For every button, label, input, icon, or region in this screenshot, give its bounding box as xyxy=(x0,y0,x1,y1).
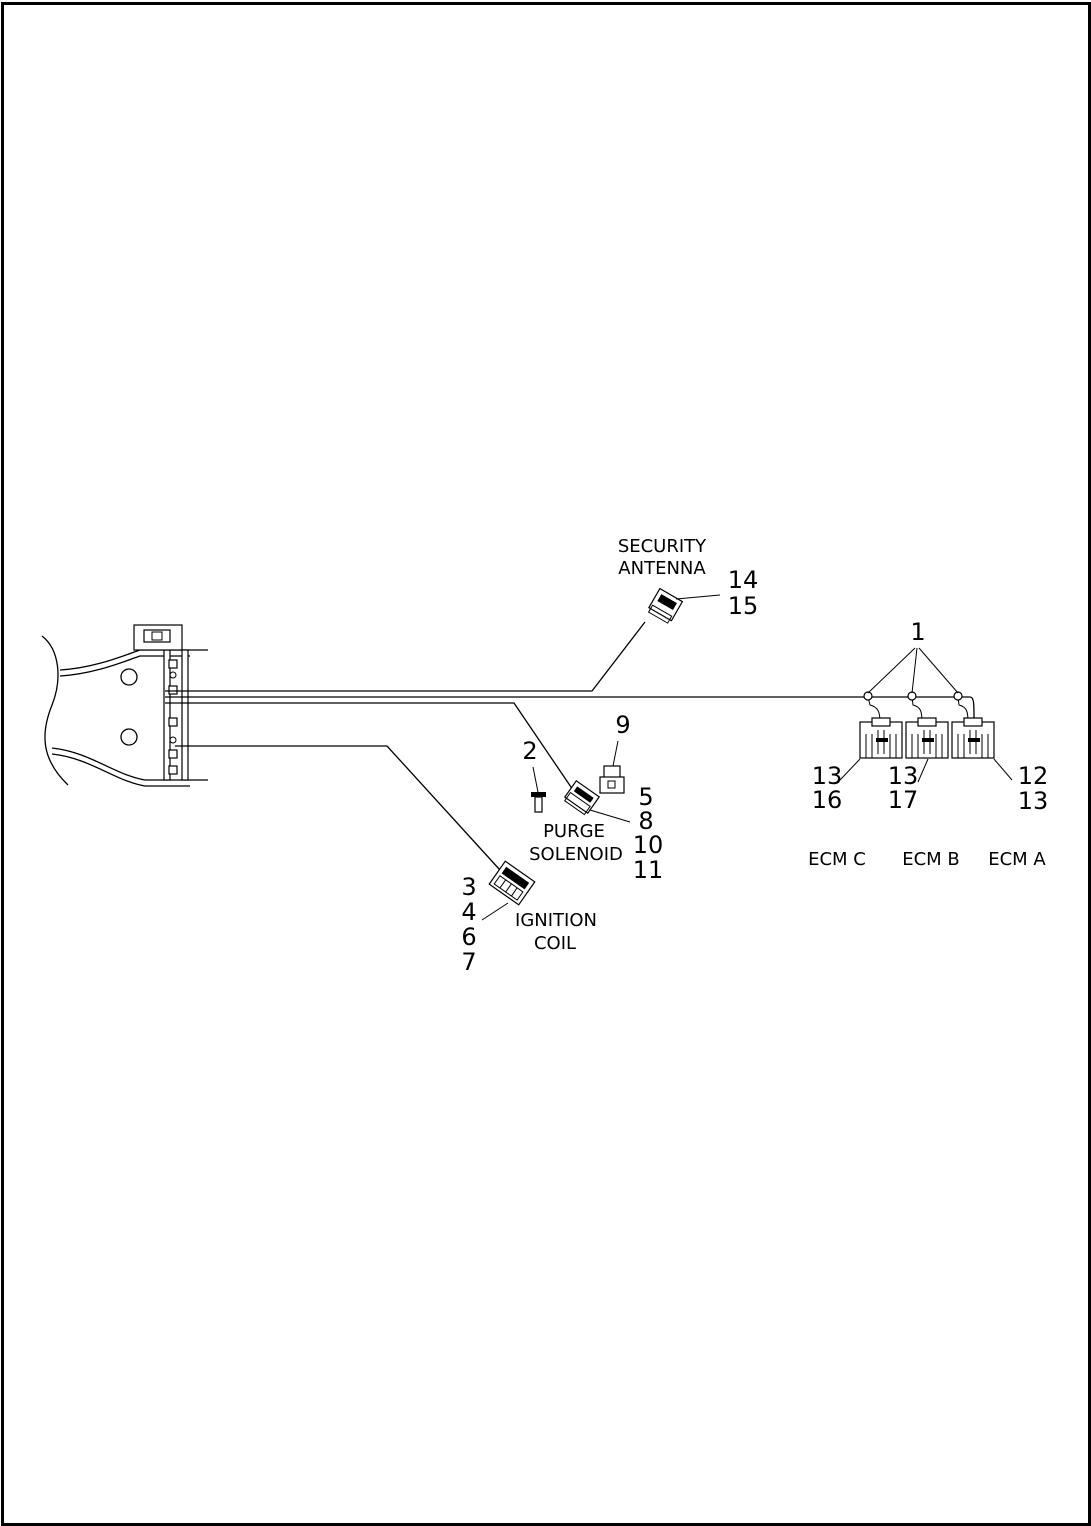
ignition-coil-connector xyxy=(488,860,536,906)
seal-item-9 xyxy=(599,765,625,794)
callout-purge-2: 8 xyxy=(638,807,653,835)
callout-ecm-a-2: 13 xyxy=(1018,787,1049,815)
callout-purge-4: 11 xyxy=(633,856,664,884)
security-antenna-connector xyxy=(647,587,684,624)
purge-solenoid-label-line2: SOLENOID xyxy=(529,844,623,865)
leader-lines xyxy=(481,594,1013,921)
fastener-item-2 xyxy=(531,792,546,813)
callout-fastener: 2 xyxy=(522,737,537,765)
ignition-coil-label-line1: IGNITION xyxy=(515,910,597,931)
chassis-frame xyxy=(41,624,208,787)
ignition-coil-label-line2: COIL xyxy=(534,933,576,954)
callout-purge-3: 10 xyxy=(633,831,664,859)
callout-ecm-c-2: 16 xyxy=(812,786,843,814)
callout-clip: 1 xyxy=(910,618,925,646)
ecm-c-label: ECM C xyxy=(808,849,866,870)
callout-purge-1: 5 xyxy=(638,783,653,811)
callout-coil-3: 6 xyxy=(461,923,476,951)
callout-antenna-2: 15 xyxy=(728,592,759,620)
purge-solenoid-label-line1: PURGE xyxy=(543,821,605,842)
callout-coil-2: 4 xyxy=(461,898,476,926)
security-antenna-label-line1: SECURITY xyxy=(618,536,707,557)
callout-ecm-a-1: 12 xyxy=(1018,762,1049,790)
security-antenna-label-line2: ANTENNA xyxy=(618,558,706,579)
ecm-b-label: ECM B xyxy=(902,849,960,870)
callout-coil-4: 7 xyxy=(461,948,476,976)
ecm-a-connector xyxy=(951,717,995,759)
callout-ecm-b-1: 13 xyxy=(888,762,919,790)
ecm-a-label: ECM A xyxy=(988,849,1046,870)
clip-item-1 xyxy=(863,691,963,701)
callout-antenna-1: 14 xyxy=(728,566,759,594)
callout-coil-1: 3 xyxy=(461,873,476,901)
purge-solenoid-connector xyxy=(563,779,601,816)
ecm-b-connector xyxy=(905,717,949,759)
ecm-c-connector xyxy=(859,717,903,759)
callout-ecm-b-2: 17 xyxy=(888,786,919,814)
callout-seal: 9 xyxy=(615,711,630,739)
callout-ecm-c-1: 13 xyxy=(812,762,843,790)
harness-wires xyxy=(165,621,975,871)
